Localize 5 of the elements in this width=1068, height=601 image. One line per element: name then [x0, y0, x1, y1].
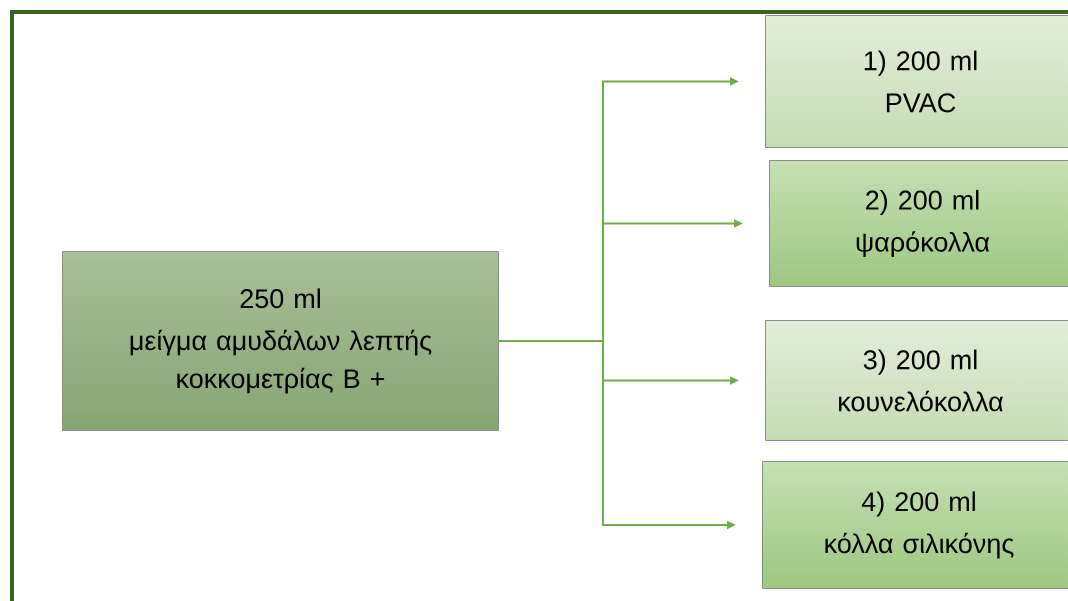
process-box: 2) 200 ml ψαρόκολλα	[769, 160, 1068, 287]
process-box: 4) 200 ml κόλλα σιλικόνης	[762, 461, 1068, 589]
process-box: 1) 200 ml PVAC	[765, 15, 1068, 148]
process-box: 3) 200 ml κουνελόκολλα	[765, 320, 1068, 441]
process-box: 250 ml μείγμα αμυδάλων λεπτής κοκκομετρίας Β +	[62, 251, 499, 431]
